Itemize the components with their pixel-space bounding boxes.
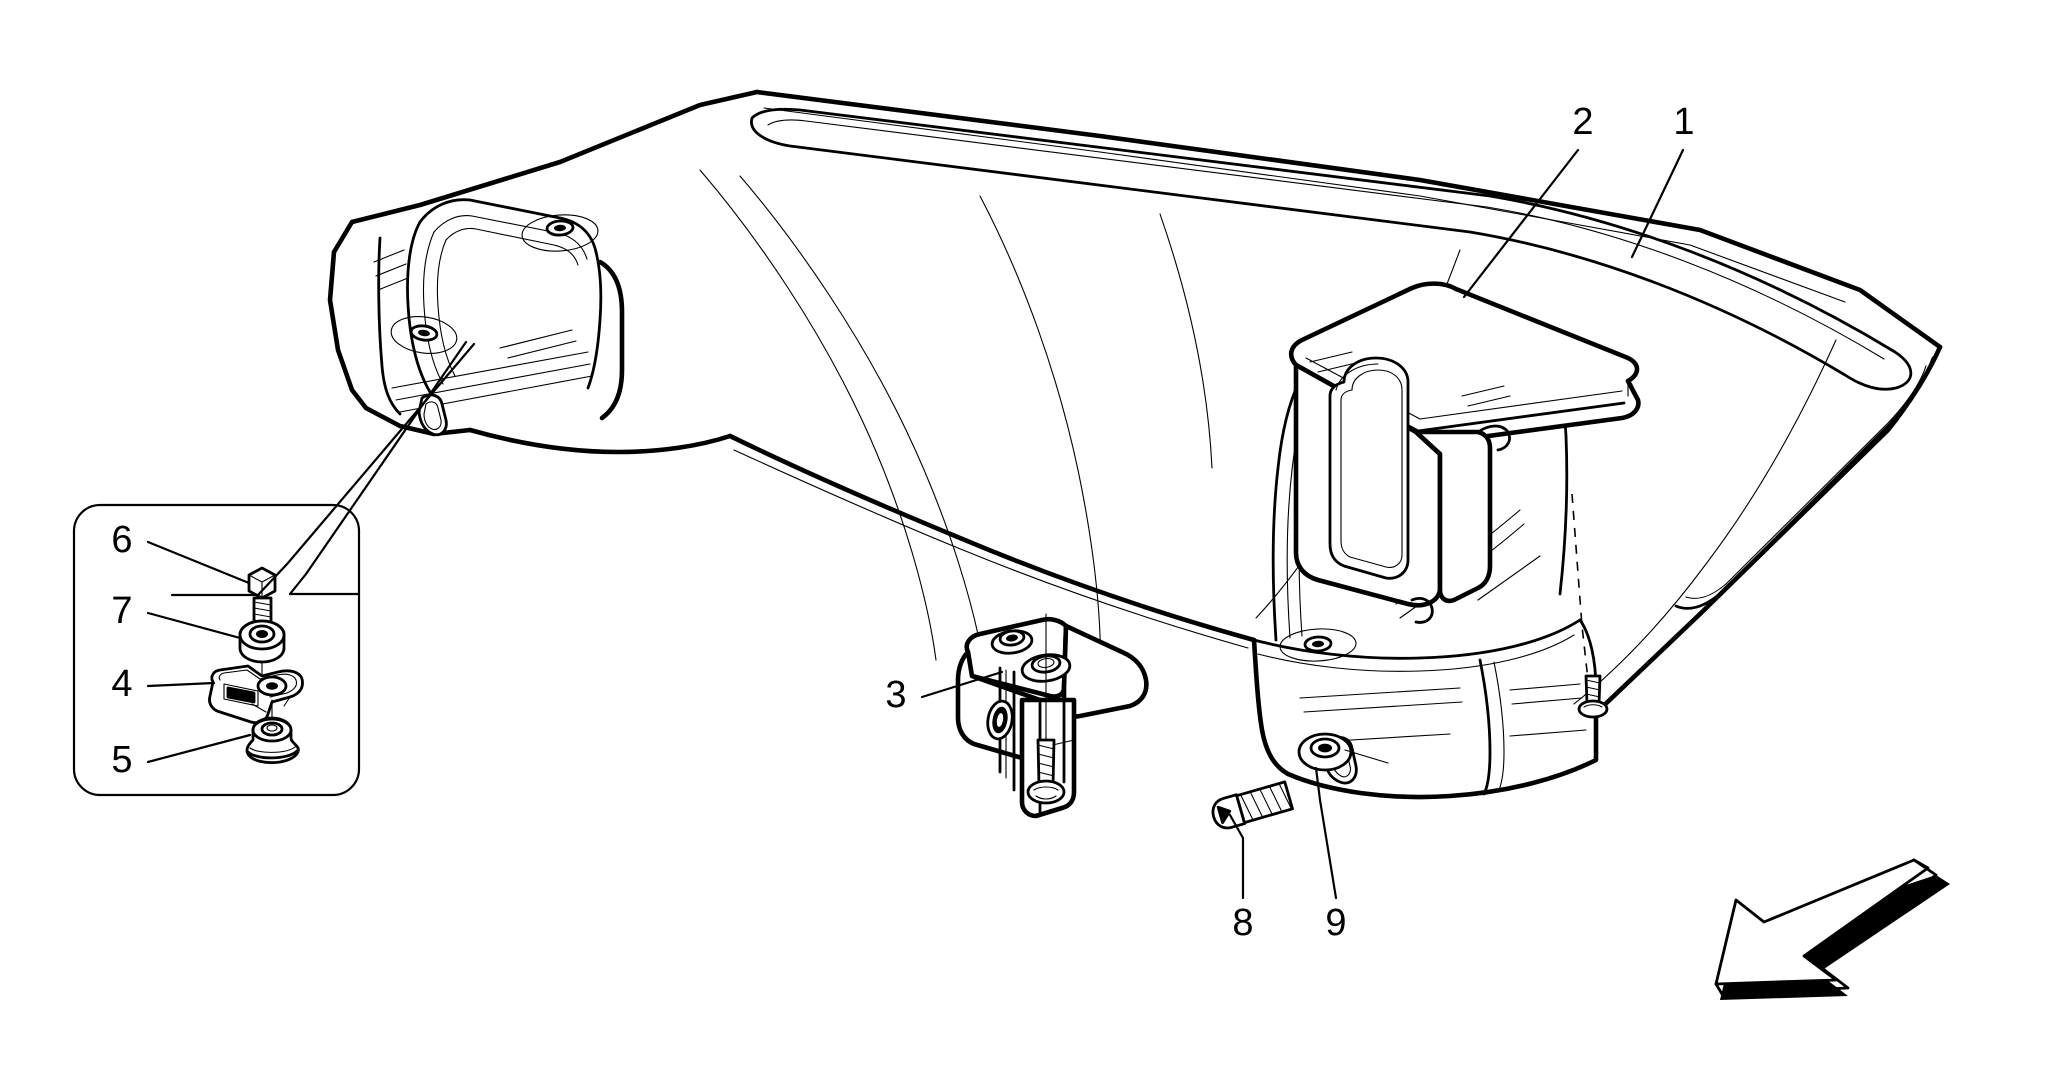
leader-4 — [146, 681, 216, 688]
hex-bolt[interactable] — [247, 566, 277, 629]
bracket-boss-left — [990, 629, 1034, 655]
leader-8 — [1228, 813, 1245, 900]
leader-7 — [146, 611, 242, 640]
leader-inset-to-panel-a — [256, 342, 476, 597]
leader-6 — [146, 540, 251, 585]
callout-leader-lines — [170, 148, 1685, 900]
callout-number-1[interactable]: 1 — [1673, 101, 1694, 143]
callout-number-6[interactable]: 6 — [111, 519, 132, 561]
fastener-detail-inset[interactable] — [72, 503, 361, 797]
callout-number-3[interactable]: 3 — [885, 674, 906, 716]
callout-number-4[interactable]: 4 — [111, 663, 132, 705]
tapping-screw-right-thread — [1577, 674, 1609, 719]
mounting-boss-lower-left — [390, 316, 458, 354]
mounting-boss-upper-left — [521, 214, 599, 252]
callout-number-9[interactable]: 9 — [1325, 902, 1346, 944]
leader-1 — [1630, 148, 1685, 259]
callout-number-5[interactable]: 5 — [111, 739, 132, 781]
left-wing-section — [327, 198, 733, 455]
seat-belt-guide-cover[interactable] — [1288, 281, 1641, 624]
centre-bracket[interactable] — [955, 616, 1149, 819]
leader-2 — [1462, 148, 1580, 299]
callout-number-7[interactable]: 7 — [111, 590, 132, 632]
leader-5 — [146, 733, 252, 764]
tapping-screw-centre-thread — [1026, 735, 1066, 805]
vehicle-direction-arrow — [1714, 858, 1950, 1000]
flat-washer[interactable] — [238, 619, 286, 664]
rear-trim-moulding[interactable] — [750, 107, 1913, 391]
leader-inset-to-panel-b — [288, 340, 468, 596]
retaining-plate[interactable] — [208, 664, 304, 724]
slotted-screw[interactable] — [1210, 780, 1294, 831]
tapping-screw-right[interactable] — [1571, 493, 1609, 719]
leader-3 — [920, 670, 1004, 699]
callout-number-2[interactable]: 2 — [1572, 101, 1593, 143]
right-trim-rail — [1593, 344, 1943, 716]
screw-washer[interactable] — [1297, 732, 1389, 772]
rubber-grommet[interactable] — [245, 716, 300, 764]
bracket-slot — [986, 699, 1014, 741]
mounting-boss-console — [1279, 628, 1357, 662]
slot-hole-left — [417, 393, 448, 437]
callout-numbers: 1 2 3 4 5 6 7 8 9 — [111, 101, 1694, 944]
callout-number-8[interactable]: 8 — [1232, 902, 1253, 944]
leader-9 — [1314, 766, 1338, 900]
tapping-screw-centre[interactable] — [1026, 613, 1066, 805]
